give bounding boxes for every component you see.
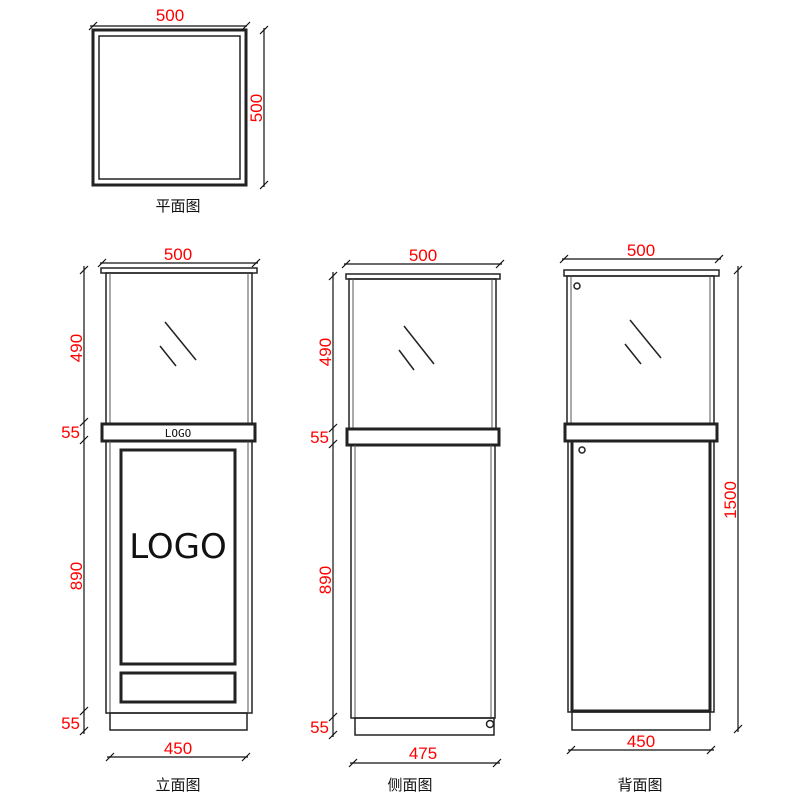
back-top-width-dim: 500	[627, 241, 655, 260]
lock-icon	[578, 446, 586, 454]
side-body-height-dim: 890	[316, 566, 335, 594]
plan-inner	[98, 35, 241, 180]
side-view: 500 490 55 890 55 475 侧面图	[310, 246, 505, 794]
back-base-width-dim: 450	[627, 732, 655, 751]
back-band	[563, 422, 719, 443]
front-top-width-dim: 500	[164, 245, 192, 264]
band-logo: LOGO	[165, 427, 192, 440]
door-logo: LOGO	[129, 527, 227, 567]
plan-view: 500 500 平面图	[88, 6, 269, 215]
lock-icon	[573, 282, 581, 290]
side-top-width-dim: 500	[409, 246, 437, 265]
side-caption: 侧面图	[387, 776, 432, 794]
side-glass-height-dim: 490	[316, 338, 335, 366]
front-glass-height-dim: 490	[67, 334, 86, 362]
glass-reflection-icon	[164, 321, 197, 361]
front-drawer	[119, 671, 237, 704]
side-glass-case	[348, 278, 497, 430]
side-band	[345, 427, 501, 447]
lock-icon	[485, 719, 495, 729]
back-door	[570, 439, 712, 713]
front-base-width-dim: 450	[164, 739, 192, 758]
front-base	[109, 712, 248, 731]
front-base-height-dim: 55	[61, 714, 80, 733]
side-band-height-dim: 55	[310, 428, 329, 447]
front-door-panel	[119, 448, 237, 666]
side-base-height-dim: 55	[310, 718, 329, 737]
front-body-height-dim: 890	[67, 562, 86, 590]
front-band-height-dim: 55	[61, 423, 80, 442]
side-base-width-dim: 475	[409, 744, 437, 763]
back-base	[571, 711, 711, 731]
back-total-height-dim: 1500	[721, 481, 740, 519]
back-glass-case	[566, 275, 715, 425]
front-caption: 立面图	[155, 776, 200, 794]
plan-depth-dim: 500	[247, 94, 266, 122]
back-caption: 背面图	[617, 776, 662, 794]
plan-caption: 平面图	[155, 197, 200, 215]
front-glass-case	[105, 272, 253, 425]
back-view: 500 1500 450 背面图	[559, 241, 743, 794]
side-base	[354, 717, 495, 736]
plan-outer	[91, 28, 248, 187]
plan-width-dim: 500	[156, 6, 184, 25]
front-view: LOGO LOGO 500 490 55 890 55 450 立面图	[61, 245, 261, 794]
